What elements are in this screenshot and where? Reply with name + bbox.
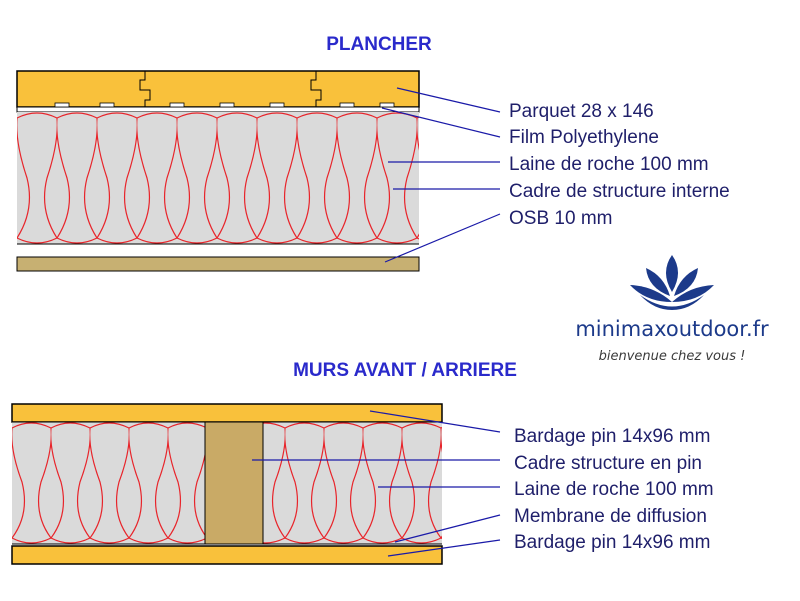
murs-label-bardage-int: Bardage pin 14x96 mm [514,532,710,553]
leader-line [369,410,501,433]
leader-line [384,213,501,263]
plancher-leaders [381,87,501,263]
lotus-icon [630,255,714,310]
plancher-label-osb: OSB 10 mm [509,208,612,229]
murs-bardage-bottom [11,545,443,565]
murs-label-membrane: Membrane de diffusion [514,506,707,527]
murs-label-cadre: Cadre structure en pin [514,453,702,474]
plancher-parquet-layer [16,70,420,108]
leader-line [381,107,501,138]
logo-tagline: bienvenue chez vous ! [599,349,746,364]
plancher-label-film: Film Polyethylene [509,127,659,148]
plancher-section [16,70,420,272]
plancher-labels: Parquet 28 x 146 Film Polyethylene Laine… [509,101,730,229]
murs-title: MURS AVANT / ARRIERE [293,360,517,381]
logo-name: minimaxoutdoor.fr [575,317,769,341]
murs-labels: Bardage pin 14x96 mm Cadre structure en … [514,426,714,553]
plancher-title: PLANCHER [326,34,432,55]
plancher-film-tabs [54,102,395,108]
plancher-insulation-layer [17,112,419,244]
leader-line [396,87,501,113]
leader-line [387,539,501,557]
plancher-label-laine: Laine de roche 100 mm [509,154,709,175]
murs-stud [204,421,264,545]
murs-label-laine: Laine de roche 100 mm [514,479,714,500]
murs-label-bardage-ext: Bardage pin 14x96 mm [514,426,710,447]
murs-bardage-top [11,403,443,423]
plancher-label-cadre: Cadre de structure interne [509,181,730,202]
murs-section [11,403,443,565]
logo: minimaxoutdoor.fr bienvenue chez vous ! [575,255,769,364]
plancher-parquet-joint [310,71,322,107]
plancher-parquet-joint [139,71,151,107]
leader-line [394,514,501,543]
murs-leaders [252,410,501,557]
plancher-osb-layer [16,256,420,272]
plancher-film-layer [16,106,420,113]
plancher-label-parquet: Parquet 28 x 146 [509,101,654,122]
